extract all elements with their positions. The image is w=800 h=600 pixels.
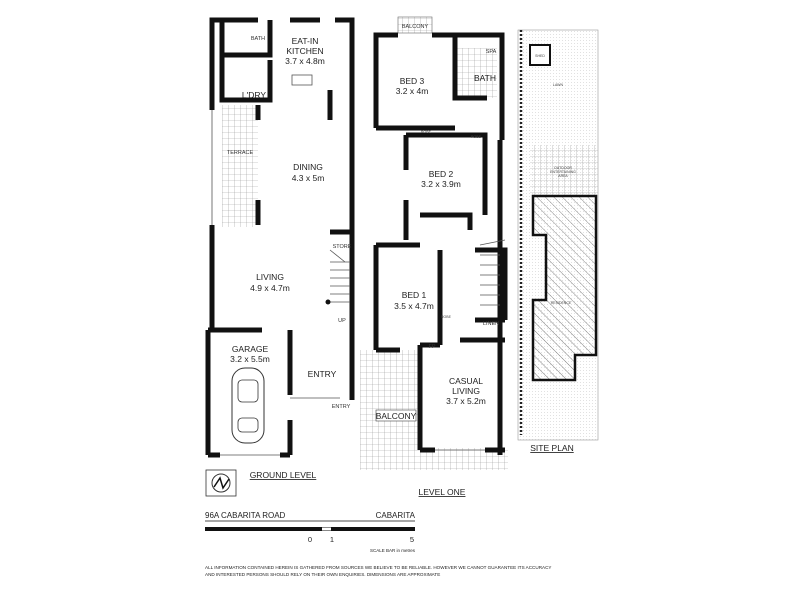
- car-icon: [231, 367, 265, 444]
- shed-box: [529, 44, 551, 66]
- dining-label: DINING: [293, 162, 323, 172]
- robe1-label: ROBE: [421, 130, 432, 134]
- terrace-label: TERRACE: [227, 150, 254, 156]
- bed2-size: 3.2 x 3.9m: [421, 179, 461, 189]
- level-one-title: LEVEL ONE: [419, 487, 466, 497]
- bed2-label: BED 2: [429, 169, 454, 179]
- kitchen-label-1: EAT-IN: [292, 36, 319, 46]
- garage-size: 3.2 x 5.5m: [230, 354, 270, 364]
- kitchen-island: [291, 74, 313, 86]
- level-one-plan: BALCONY SPA BATH BED 3 3.2 x 4m ROBE ROB…: [360, 16, 508, 497]
- living-label: LIVING: [256, 272, 284, 282]
- level-one-walls: [373, 32, 505, 455]
- casual-living-label-1: CASUAL: [449, 376, 483, 386]
- scale-bar: [205, 527, 415, 531]
- scale-tick-5: 5: [410, 535, 414, 544]
- kitchen-size: 3.7 x 4.8m: [285, 56, 325, 66]
- ground-walls: [209, 17, 355, 400]
- disclaimer-line-2: AND INTERESTED PERSONS SHOULD RELY ON TH…: [205, 572, 440, 577]
- outdoor-label-1: OUTDOOR: [554, 166, 572, 170]
- level-one-stairs: [435, 239, 506, 451]
- stairs: [329, 249, 350, 303]
- north-arrow-icon: [205, 469, 237, 497]
- bed3-label: BED 3: [400, 76, 425, 86]
- disclaimer-line-1: ALL INFORMATION CONTAINED HEREIN IS GATH…: [205, 565, 551, 570]
- bed1-size: 3.5 x 4.7m: [394, 301, 434, 311]
- store-label: STORE: [333, 244, 352, 250]
- footer: 96A CABARITA ROAD CABARITA 0 1 5 SCALE B…: [205, 511, 551, 577]
- garage-label: GARAGE: [232, 344, 269, 354]
- top-balcony-label: BALCONY: [402, 24, 429, 30]
- scale-tick-0: 0: [308, 535, 312, 544]
- laundry-label: L'DRY: [242, 90, 266, 100]
- outdoor-area-paving: [530, 145, 598, 195]
- lawn-label: LAWN: [553, 83, 563, 87]
- ground-windows: [211, 110, 340, 456]
- entry-door-label: ENTRY: [332, 404, 351, 410]
- kitchen-label-2: KITCHEN: [286, 46, 323, 56]
- fp-label: FP: [428, 344, 435, 350]
- bed1-label: BED 1: [402, 290, 427, 300]
- robe3-label: ROBE: [441, 315, 452, 319]
- scale-label: SCALE BAR in metres: [370, 548, 416, 553]
- spa-label: SPA: [486, 49, 497, 55]
- outdoor-label-2: ENTERTAINING: [550, 170, 576, 174]
- address: 96A CABARITA ROAD: [205, 511, 286, 520]
- ground-level-title: GROUND LEVEL: [250, 470, 317, 480]
- top-balcony: [397, 16, 433, 34]
- scale-bar-segment: [322, 527, 331, 531]
- residence-footprint: [531, 194, 598, 382]
- store-wall: [327, 90, 350, 235]
- entry-label: ENTRY: [308, 369, 337, 379]
- level-one-walls-lower: [373, 242, 508, 453]
- ground-level-plan: BATH EAT-IN KITCHEN 3.7 x 4.8m L'DRY TER…: [205, 17, 355, 497]
- linen-label: LINEN: [483, 321, 499, 327]
- casual-living-size: 3.7 x 5.2m: [446, 396, 486, 406]
- suburb: CABARITA: [376, 511, 416, 520]
- newel-post: [325, 299, 331, 305]
- scale-tick-1: 1: [330, 535, 334, 544]
- site-plan-title: SITE PLAN: [530, 443, 573, 453]
- up-label: UP: [338, 318, 346, 324]
- ground-walls-lower: [205, 105, 293, 458]
- outdoor-label-3: AREA: [558, 174, 568, 178]
- balcony-label-box: [375, 409, 417, 422]
- living-size: 4.9 x 4.7m: [250, 283, 290, 293]
- robe2-label: ROBE: [471, 135, 482, 139]
- shed-label: SHED: [535, 54, 545, 58]
- bath-tiles: [455, 48, 497, 98]
- balcony-label: BALCONY: [376, 411, 417, 421]
- bath-label: BATH: [251, 36, 265, 42]
- balcony-paving-front: [418, 448, 508, 470]
- dining-size: 4.3 x 5m: [292, 173, 325, 183]
- site-plan: SHED LAWN OUTDOOR ENTERTAINING AREA RESI…: [517, 29, 599, 453]
- bath-label-l1: BATH: [474, 73, 496, 83]
- bed3-size: 3.2 x 4m: [396, 86, 429, 96]
- residence-label: RESIDENCE: [551, 301, 572, 305]
- terrace-paving: [222, 105, 258, 227]
- casual-living-label-2: LIVING: [452, 386, 480, 396]
